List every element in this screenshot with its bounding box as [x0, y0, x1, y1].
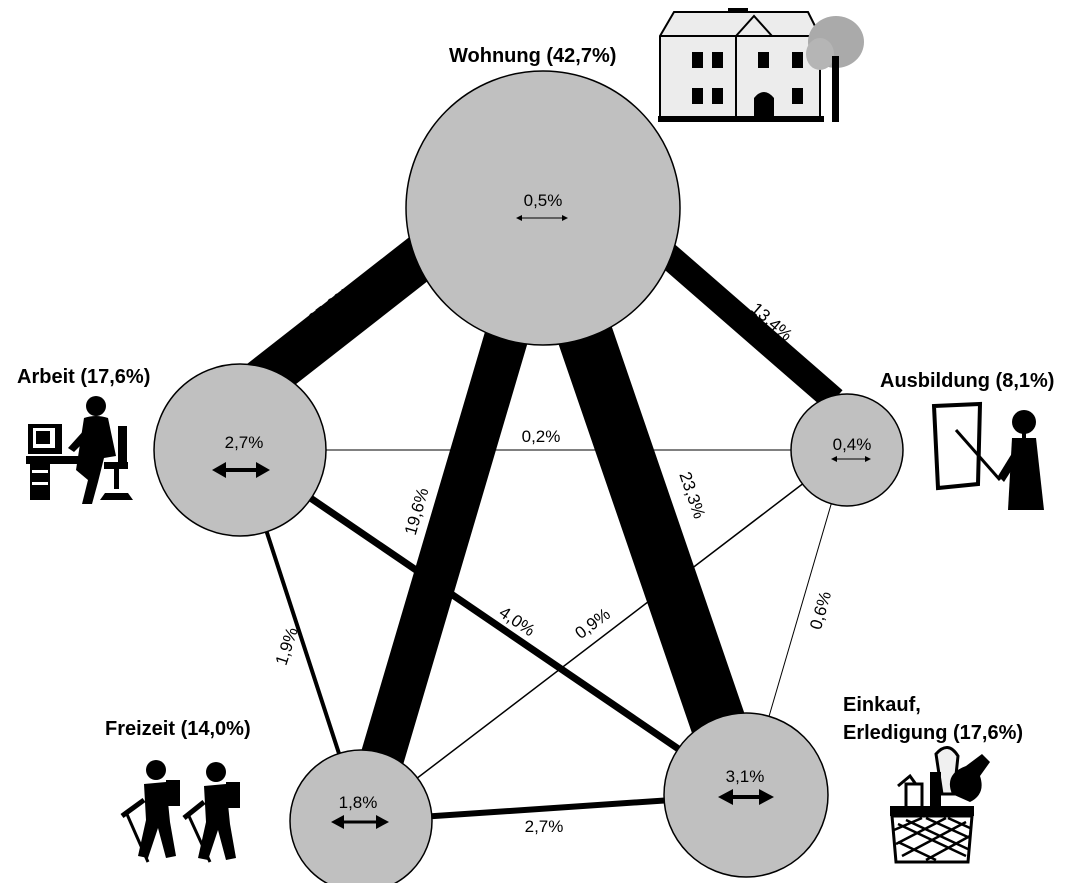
arrow-icon [331, 815, 389, 829]
edge-ausbildung-freizeit [360, 449, 848, 822]
node-wohnung [405, 70, 681, 346]
label-ausbildung: Ausbildung (8,1%) [880, 370, 1054, 392]
edge-label-freizeit-einkauf: 2,7% [525, 817, 564, 836]
edge-label-wohnung-einkauf: 23,3% [675, 469, 709, 521]
edge-label-arbeit-einkauf: 4,0% [496, 603, 539, 640]
office-worker-icon [26, 396, 133, 504]
edge-wohnung-einkauf [558, 325, 752, 753]
edge-wohnung-freizeit [356, 328, 529, 779]
edge-arbeit-einkauf [238, 447, 748, 798]
self-share-freizeit: 1,8% [339, 793, 378, 812]
arrow-icon [718, 789, 774, 805]
label-arbeit: Arbeit (17,6%) [17, 366, 150, 388]
teacher-icon [931, 401, 1044, 510]
edge-label-arbeit-ausbildung: 0,2% [522, 427, 561, 446]
label-freizeit: Freizeit (14,0%) [105, 718, 251, 740]
label-wohnung: Wohnung (42,7%) [449, 45, 616, 67]
arrow-icon [831, 456, 871, 462]
arrow-icon [516, 215, 568, 221]
self-share-ausbildung: 0,4% [833, 435, 872, 454]
edges [231, 217, 848, 824]
edge-wohnung-arbeit [231, 217, 463, 413]
node-ausbildung [790, 393, 904, 507]
edge-wohnung-ausbildung [648, 236, 843, 410]
self-share-arbeit: 2,7% [225, 433, 264, 452]
edge-label-arbeit-freizeit: 1,9% [272, 625, 302, 668]
edge-label-ausbildung-einkauf: 0,6% [806, 589, 835, 631]
self-trip-arrows [212, 215, 871, 829]
node-freizeit [289, 749, 433, 883]
label-einkauf-line1: Einkauf, [843, 694, 921, 716]
self-share-einkauf: 3,1% [726, 767, 765, 786]
node-labels: Wohnung (42,7%) Arbeit (17,6%) Ausbildun… [17, 45, 1054, 744]
shopping-basket-icon [890, 746, 990, 864]
house-icon [658, 8, 864, 122]
hikers-icon [120, 760, 240, 863]
edge-label-ausbildung-freizeit: 0,9% [571, 604, 613, 642]
arrow-icon [212, 462, 270, 478]
self-share-wohnung: 0,5% [524, 191, 563, 210]
label-einkauf-line2: Erledigung (17,6%) [843, 722, 1023, 744]
node-arbeit [153, 363, 327, 537]
self-trip-labels: 0,5% 2,7% 0,4% 1,8% 3,1% [225, 191, 872, 812]
